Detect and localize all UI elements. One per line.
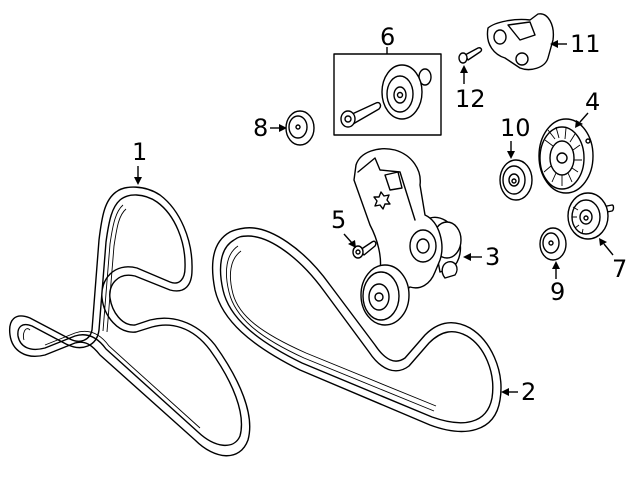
arrow-head-icon [279, 124, 287, 132]
dust-cap-10[interactable] [499, 159, 533, 201]
arrow-head-icon [348, 240, 356, 248]
callout-9: 9 [550, 261, 565, 306]
arrow-head-icon [599, 238, 607, 246]
callout-label: 5 [331, 206, 346, 234]
callout-label: 8 [253, 114, 268, 142]
callout-2: 2 [501, 378, 536, 406]
arrow-head-icon [463, 253, 471, 261]
callout-10: 10 [500, 114, 531, 159]
arrow-head-icon [575, 120, 583, 128]
arrow-head-icon [507, 151, 515, 159]
arrow-head-icon [134, 177, 142, 185]
callout-8: 8 [253, 114, 287, 142]
callout-label: 1 [132, 138, 147, 166]
idler-pulley-kit[interactable] [333, 53, 442, 136]
callout-4: 4 [575, 88, 600, 128]
callout-5: 5 [331, 206, 356, 248]
dust-cap-9[interactable] [539, 227, 567, 261]
bracket-bolt[interactable] [458, 47, 483, 64]
callout-7: 7 [599, 238, 627, 283]
callout-12: 12 [455, 65, 486, 113]
belt-tensioner[interactable] [353, 148, 462, 326]
arrow-head-icon [550, 40, 558, 48]
callout-1: 1 [132, 138, 147, 185]
leader-line [343, 233, 353, 244]
callout-3: 3 [463, 243, 500, 271]
arrow-head-icon [501, 388, 509, 396]
callout-label: 12 [455, 85, 486, 113]
idler-pulley-4[interactable] [538, 118, 594, 194]
drive-belt-1[interactable] [8, 186, 251, 457]
leader-line [603, 243, 614, 256]
callout-label: 3 [485, 243, 500, 271]
tensioner-bracket[interactable] [486, 13, 555, 71]
callout-label: 9 [550, 278, 565, 306]
callout-label: 6 [380, 23, 395, 51]
callout-label: 11 [570, 30, 601, 58]
arrow-head-icon [552, 261, 560, 269]
arrow-head-icon [460, 65, 468, 73]
dust-cap-8[interactable] [285, 110, 315, 146]
tensioner-bolt[interactable] [352, 240, 377, 259]
leader-line [579, 112, 589, 123]
callout-label: 10 [500, 114, 531, 142]
callout-label: 7 [612, 255, 627, 283]
callout-label: 4 [585, 88, 600, 116]
callout-11: 11 [550, 30, 601, 58]
callout-6: 6 [380, 23, 395, 54]
idler-pulley-7[interactable] [567, 192, 615, 240]
callout-label: 2 [521, 378, 536, 406]
drive-belt-2[interactable] [211, 227, 502, 433]
